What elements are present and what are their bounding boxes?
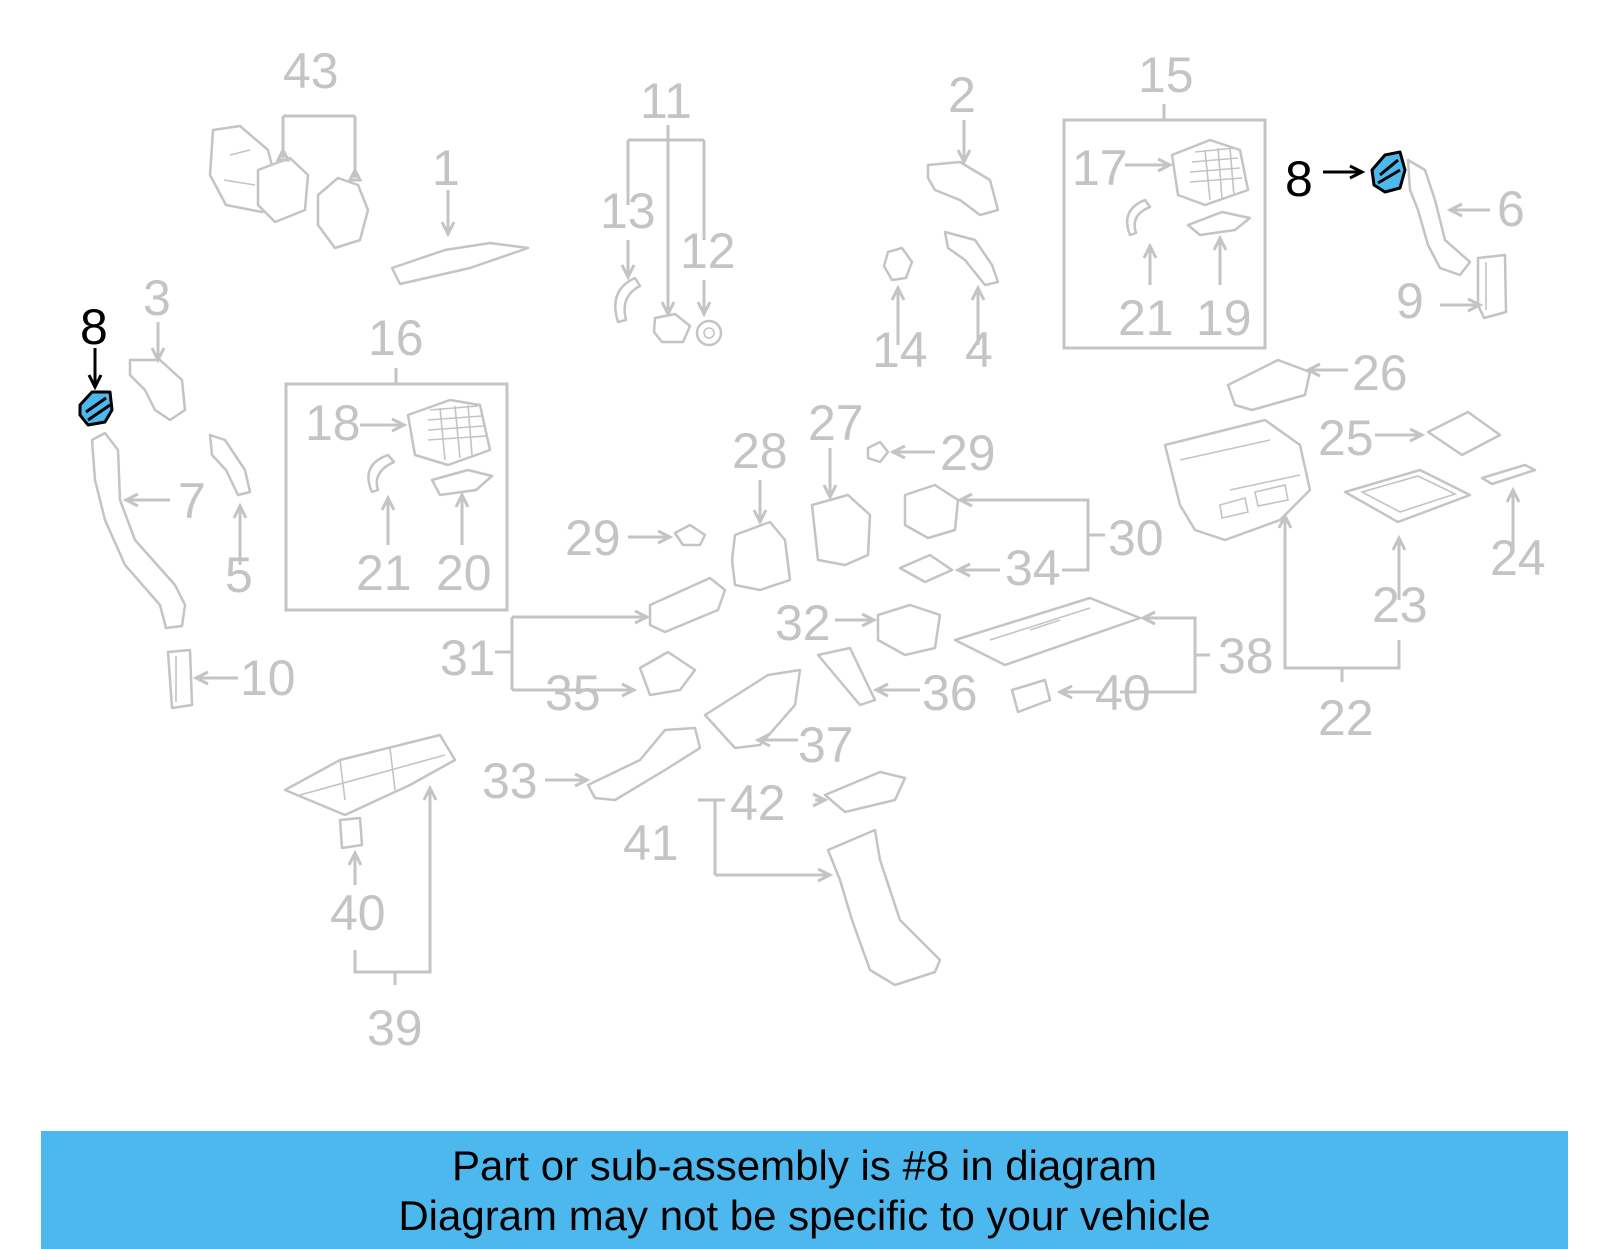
callout-19: 19 xyxy=(1196,290,1252,346)
part-10-vent xyxy=(166,648,194,710)
part-9-vent xyxy=(1476,253,1508,320)
part-33-duct xyxy=(586,726,702,802)
part-32-vent xyxy=(876,603,942,657)
part-42-vent-grille xyxy=(823,770,907,814)
callout-17: 17 xyxy=(1072,140,1128,196)
callout-39: 39 xyxy=(367,1000,423,1056)
callout-16: 16 xyxy=(368,310,424,366)
info-banner: Part or sub-assembly is #8 in diagram Di… xyxy=(41,1131,1568,1249)
part-1-panel xyxy=(390,241,530,286)
callout-40-b: 40 xyxy=(1095,665,1151,721)
part-31-duct xyxy=(648,576,727,634)
callout-8-left: 8 xyxy=(80,299,108,355)
part-43-blower xyxy=(208,124,370,250)
part-27-vent xyxy=(810,493,872,567)
callout-22: 22 xyxy=(1318,690,1374,746)
part-29-screw-a xyxy=(673,523,707,547)
part-18-vent-grille xyxy=(406,398,492,467)
callout-8-right: 8 xyxy=(1285,151,1313,207)
part-35-vent xyxy=(638,650,697,697)
callout-42: 42 xyxy=(730,775,786,831)
callout-10: 10 xyxy=(240,650,296,706)
callout-31: 31 xyxy=(440,630,496,686)
callout-25: 25 xyxy=(1318,410,1374,466)
callout-29-a: 29 xyxy=(565,510,621,566)
callout-7: 7 xyxy=(178,473,206,529)
arrow-8-right xyxy=(1323,164,1366,180)
callout-5: 5 xyxy=(225,547,253,603)
part-12-nut xyxy=(695,319,723,347)
part-38-console-tray xyxy=(953,596,1142,667)
part-11-grommet xyxy=(652,312,692,344)
part-6-duct xyxy=(1406,158,1472,277)
callout-32: 32 xyxy=(775,595,831,651)
part-34-plate xyxy=(898,553,954,584)
callout-36: 36 xyxy=(922,665,978,721)
callout-13: 13 xyxy=(600,183,656,239)
callout-24: 24 xyxy=(1490,530,1546,586)
part-40-clip-b xyxy=(338,816,364,850)
callout-20: 20 xyxy=(436,545,492,601)
callout-12: 12 xyxy=(680,223,736,279)
callout-35: 35 xyxy=(545,665,601,721)
part-23-tray xyxy=(1343,468,1472,524)
part-2-duct xyxy=(926,160,1000,217)
part-30-vent xyxy=(903,483,960,540)
callout-26: 26 xyxy=(1352,345,1408,401)
callout-23: 23 xyxy=(1372,577,1428,633)
callout-14: 14 xyxy=(872,322,928,378)
part-8-right-highlight xyxy=(1370,150,1407,194)
arrow-8-left xyxy=(87,348,103,391)
part-21-clip-b xyxy=(367,453,396,494)
part-20-clip xyxy=(430,468,494,497)
part-37-duct xyxy=(703,668,802,750)
callout-33: 33 xyxy=(482,753,538,809)
part-8-left-highlight xyxy=(78,390,114,427)
part-40-clip-a xyxy=(1010,678,1052,714)
part-36-bracket xyxy=(816,646,877,707)
part-29-screw-b xyxy=(866,440,890,464)
callout-37: 37 xyxy=(798,717,854,773)
callout-28: 28 xyxy=(732,423,788,479)
part-7-duct xyxy=(90,431,187,630)
callout-30: 30 xyxy=(1108,510,1164,566)
callout-9: 9 xyxy=(1396,273,1424,329)
callout-27: 27 xyxy=(808,395,864,451)
part-13-clip xyxy=(614,276,642,324)
callout-11: 11 xyxy=(640,73,692,129)
callout-40-a: 40 xyxy=(330,885,386,941)
callout-15: 15 xyxy=(1138,47,1194,103)
part-14-grommet xyxy=(882,246,914,282)
part-28-vent-housing xyxy=(730,520,792,592)
callout-3: 3 xyxy=(143,270,171,326)
banner-line-1: Part or sub-assembly is #8 in diagram xyxy=(452,1142,1157,1189)
callout-18: 18 xyxy=(305,395,361,451)
callout-4: 4 xyxy=(965,322,993,378)
part-22-console-panel xyxy=(1163,418,1312,542)
part-21-clip-a xyxy=(1125,198,1152,237)
callout-34: 34 xyxy=(1005,540,1061,596)
part-5-bracket xyxy=(208,433,252,497)
part-17-vent-grille xyxy=(1170,138,1250,207)
part-4-bracket xyxy=(943,230,1000,287)
part-3-duct xyxy=(128,358,187,422)
callout-43: 43 xyxy=(283,43,339,99)
banner-line-2: Diagram may not be specific to your vehi… xyxy=(398,1192,1211,1239)
part-24-strip xyxy=(1480,463,1537,486)
part-41-duct xyxy=(826,828,942,987)
callout-21-b: 21 xyxy=(356,545,412,601)
callout-38: 38 xyxy=(1218,628,1274,684)
callout-29-b: 29 xyxy=(940,425,996,481)
callout-41: 41 xyxy=(623,815,679,871)
callout-1: 1 xyxy=(432,140,460,196)
callout-6: 6 xyxy=(1497,181,1525,237)
part-25-pad xyxy=(1426,410,1502,457)
callout-2: 2 xyxy=(948,67,976,123)
part-19-clip xyxy=(1186,210,1252,237)
part-26-lid xyxy=(1226,358,1312,412)
callout-21-a: 21 xyxy=(1118,290,1174,346)
